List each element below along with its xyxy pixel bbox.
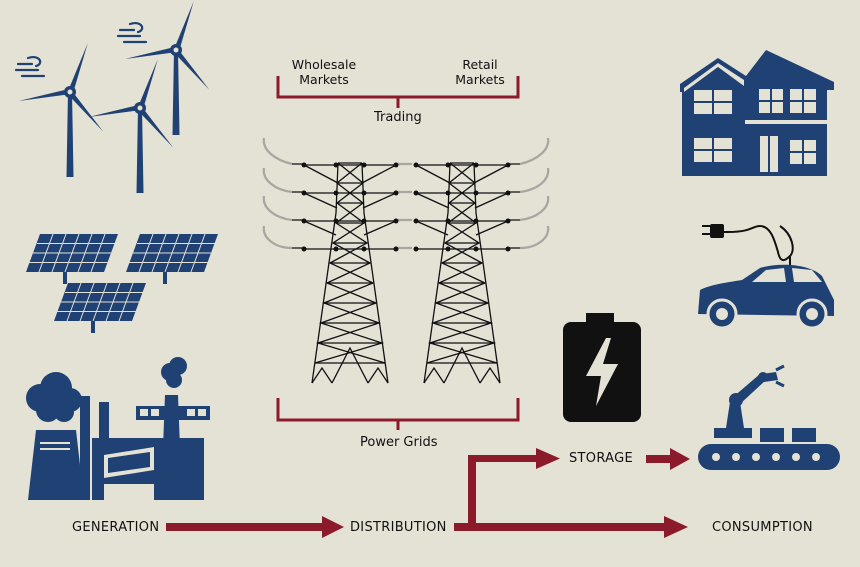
generation-label: GENERATION: [72, 520, 160, 535]
power-grids-label: Power Grids: [360, 435, 438, 450]
power-plant-icon: [26, 357, 210, 500]
arrow-distribution-to-storage: [468, 455, 540, 527]
storage-label: STORAGE: [569, 451, 633, 466]
electric-car-icon: [698, 224, 834, 330]
trading-bracket: [276, 76, 520, 108]
arrow-distribution-to-consumption: [454, 523, 668, 531]
flow-arrows: [166, 448, 690, 538]
distribution-label: DISTRIBUTION: [350, 520, 447, 535]
power-grids-bracket: [276, 398, 520, 430]
arrow-generation-to-distribution: [166, 523, 326, 531]
consumption-label: CONSUMPTION: [712, 520, 813, 535]
arrow-storage-to-consumption: [646, 455, 674, 463]
robot-assembly-line-icon: [698, 364, 840, 470]
transmission-towers-icon: [262, 137, 550, 384]
battery-icon: [563, 313, 641, 422]
trading-label: Trading: [374, 110, 422, 125]
solar-panels-icon: [25, 233, 219, 334]
house-icon: [680, 50, 834, 176]
wind-turbines-icon: [14, 0, 211, 194]
